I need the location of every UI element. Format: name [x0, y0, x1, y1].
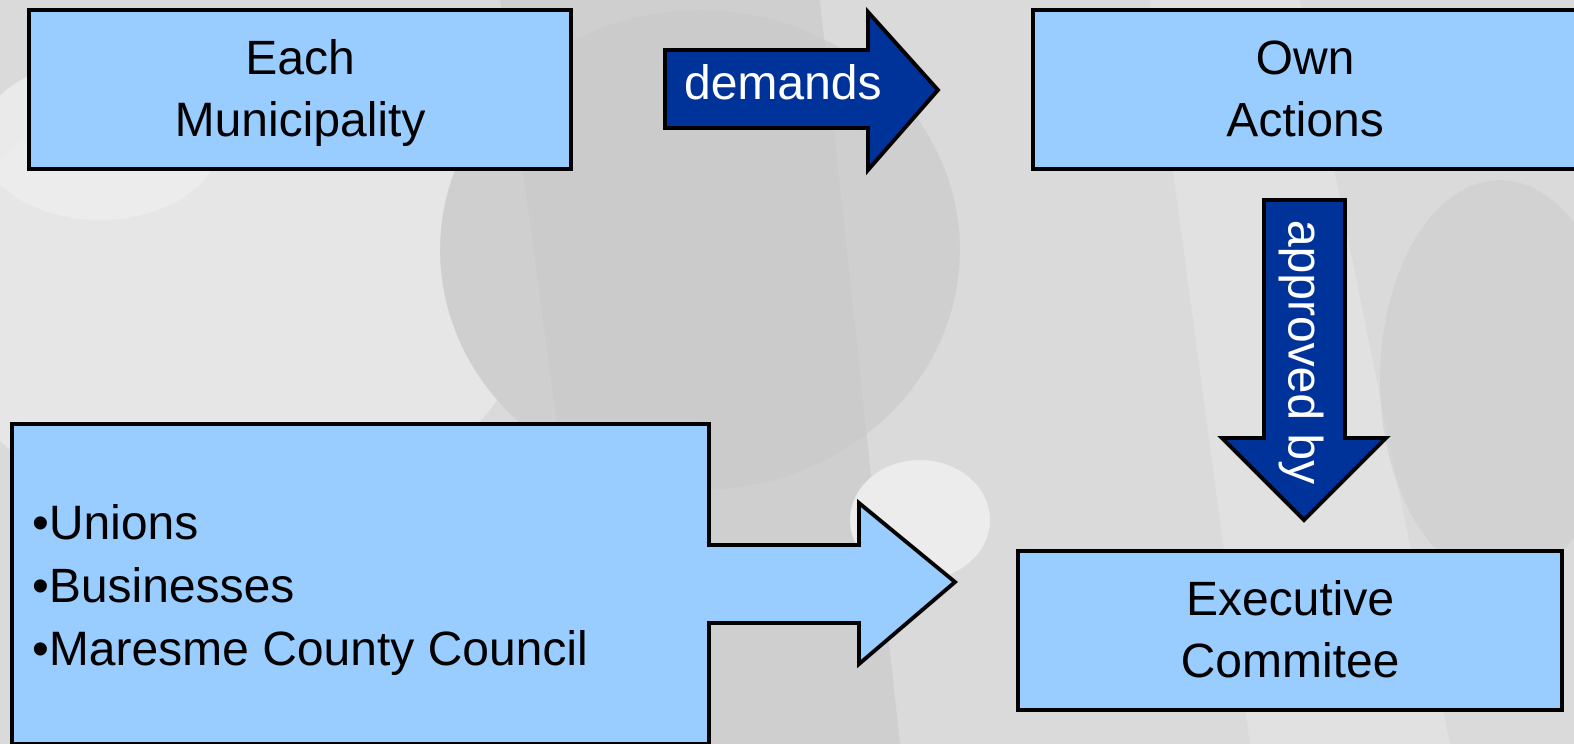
- approved-by-label: approved by: [1277, 219, 1331, 485]
- list-item: Unions: [32, 492, 588, 555]
- box-line: Own: [1255, 31, 1355, 85]
- stakeholders-list: Unions Businesses Maresme County Council: [32, 492, 588, 681]
- box-line: Commitee: [1180, 634, 1400, 688]
- demands-arrow: [663, 6, 941, 176]
- box-line: Executive: [1185, 572, 1395, 626]
- each-municipality-box: Each Municipality: [27, 8, 573, 171]
- box-line: Each: [245, 31, 355, 85]
- own-actions-box: Own Actions: [1031, 8, 1574, 171]
- approved-by-arrow: [1217, 198, 1391, 523]
- list-item: Maresme County Council: [32, 618, 588, 681]
- demands-label: demands: [684, 57, 882, 110]
- list-item: Businesses: [32, 555, 588, 618]
- box-line: Municipality: [174, 93, 426, 147]
- box-line: Actions: [1226, 93, 1384, 147]
- executive-committee-box: Executive Commitee: [1016, 549, 1564, 712]
